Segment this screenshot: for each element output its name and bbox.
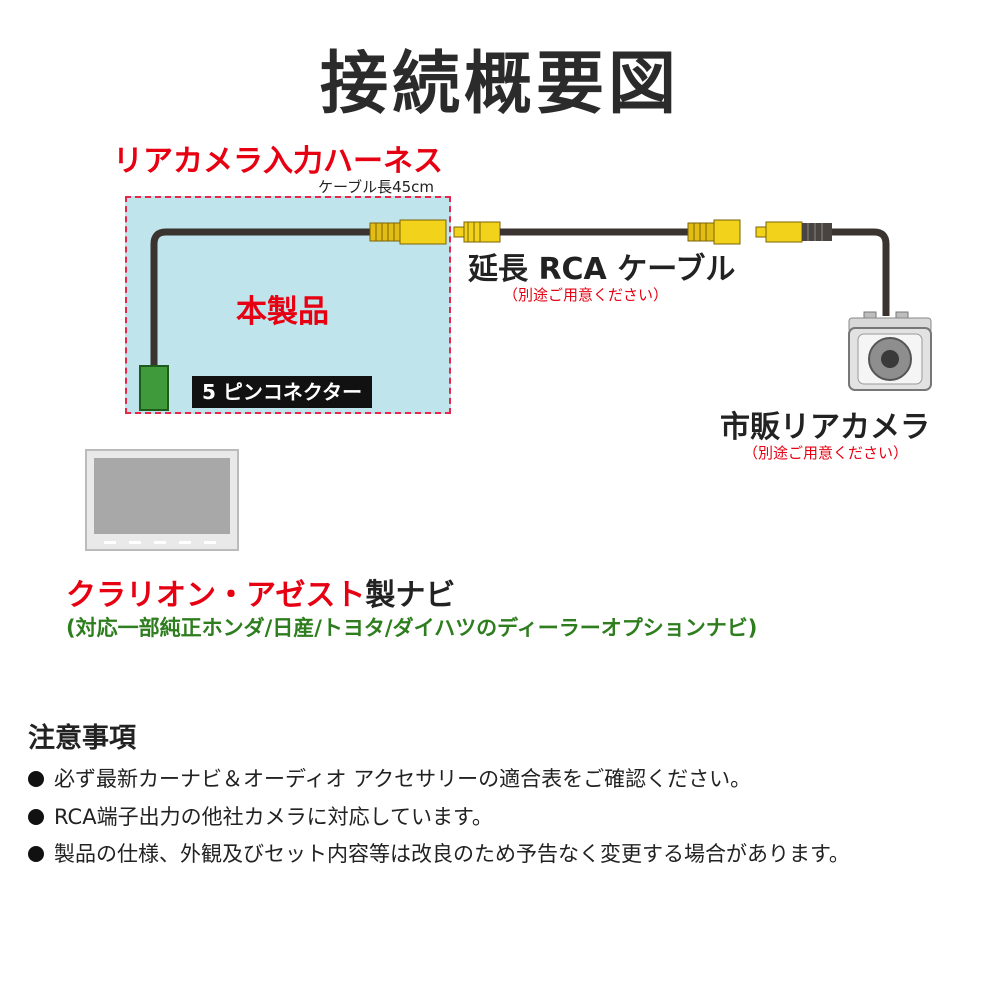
rca-plug-icon bbox=[453, 221, 501, 243]
rca-plug-icon bbox=[369, 219, 447, 245]
note-text: RCA端子出力の他社カメラに対応しています。 bbox=[54, 805, 493, 829]
rca-plug-icon bbox=[755, 221, 832, 243]
navi-monitor-icon bbox=[85, 449, 239, 551]
rca-plug-icon bbox=[687, 219, 741, 245]
connector-label: 5 ピンコネクター bbox=[192, 376, 373, 408]
navi-compat: (対応一部純正ホンダ/日産/トヨタ/ダイハツのディーラーオプションナビ) bbox=[66, 616, 758, 640]
navi-heading: クラリオン・アゼスト製ナビ bbox=[66, 570, 455, 614]
page-title: 接続概要図 bbox=[319, 45, 680, 124]
bullet-icon bbox=[28, 846, 44, 862]
5pin-connector-icon bbox=[139, 365, 169, 411]
bullet-icon bbox=[28, 809, 44, 825]
notes-title: 注意事項 bbox=[28, 723, 136, 754]
note-item: RCA端子出力の他社カメラに対応しています。 bbox=[28, 801, 493, 831]
note-item: 必ず最新カーナビ＆オーディオ アクセサリーの適合表をご確認ください。 bbox=[28, 763, 751, 793]
harness-title: リアカメラ入力ハーネス bbox=[113, 144, 443, 179]
camera-note: （別途ご用意ください） bbox=[743, 444, 909, 462]
note-item: 製品の仕様、外観及びセット内容等は改良のため予告なく変更する場合があります。 bbox=[28, 838, 850, 868]
note-text: 製品の仕様、外観及びセット内容等は改良のため予告なく変更する場合があります。 bbox=[54, 842, 850, 866]
navi-suffix: 製ナビ bbox=[365, 578, 456, 613]
camera-cable bbox=[832, 228, 890, 316]
camera-label: 市販リアカメラ bbox=[720, 410, 930, 445]
harness-cable bbox=[150, 228, 372, 370]
bullet-icon bbox=[28, 771, 44, 787]
note-text: 必ず最新カーナビ＆オーディオ アクセサリーの適合表をご確認ください。 bbox=[54, 767, 752, 791]
extension-cable-label: 延長 RCA ケーブル bbox=[468, 252, 736, 287]
product-label: 本製品 bbox=[236, 294, 329, 330]
navi-maker: クラリオン・アゼスト bbox=[66, 578, 366, 613]
cable-length-label: ケーブル長45cm bbox=[318, 178, 435, 196]
extension-cable-note: （別途ご用意ください） bbox=[503, 286, 669, 304]
rear-camera-icon bbox=[848, 311, 932, 391]
